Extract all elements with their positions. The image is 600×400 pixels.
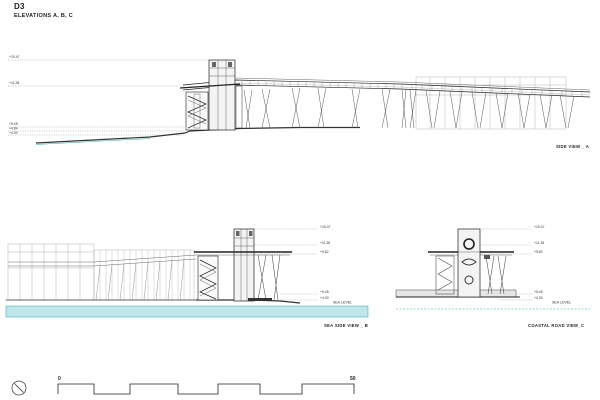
scale-bar (57, 383, 355, 395)
road-strip (395, 289, 517, 298)
level-label: +4.84 (9, 127, 18, 131)
sea-side-view-b: +15.47 +11.35 +9.82 +5.45 +4.30 SEA LEVE… (5, 225, 369, 318)
view-caption-b: SEA SIDE VIEW _ B (324, 323, 369, 328)
scale-end-label: 50 (350, 376, 356, 382)
scale-start-label: 0 (58, 376, 61, 382)
sea-level-label: SEA LEVEL (552, 301, 571, 305)
side-view-a: +15.47 +11.35 +5.48 +4.84 +4.30 (8, 55, 591, 145)
level-label: +5.45 (534, 290, 543, 294)
shoreline (35, 138, 151, 145)
level-label: +5.48 (9, 122, 18, 126)
view-caption-a: SIDE VIEW _ A (556, 144, 590, 149)
level-label: +15.47 (534, 225, 545, 229)
spiral-stair (185, 91, 209, 131)
level-label: +11.35 (320, 241, 330, 245)
level-label: +15.47 (9, 55, 20, 59)
bench (248, 298, 272, 301)
background-building (415, 76, 567, 130)
walkway-ramp (182, 77, 591, 98)
sea-level-label: SEA LEVEL (333, 301, 352, 305)
level-label: +4.30 (9, 131, 18, 135)
level-label: +11.35 (534, 241, 544, 245)
level-label: +15.47 (320, 225, 331, 229)
sheet-id: D3 (14, 2, 25, 11)
observation-tower (208, 59, 236, 131)
level-label: +9.82 (320, 250, 329, 254)
north-arrow-icon (11, 380, 27, 396)
background-building (7, 243, 197, 301)
observation-tower (233, 228, 255, 302)
deck-cap (179, 83, 241, 89)
support-columns (243, 87, 575, 129)
level-label: +4.30 (320, 296, 329, 300)
observation-tower (457, 228, 481, 298)
lamp (484, 255, 490, 259)
support-columns (257, 254, 281, 301)
water-band (5, 305, 369, 318)
level-label: +9.82 (534, 250, 543, 254)
support-columns (435, 255, 507, 295)
level-label: +4.30 (534, 296, 543, 300)
coastal-road-view-c: +15.47 +11.35 +9.82 +5.45 +4.30 SEA LEVE… (395, 225, 590, 310)
sheet-title: ELEVATIONS A, B, C (14, 13, 74, 19)
spiral-stair (197, 255, 219, 301)
level-label: +5.45 (320, 290, 329, 294)
level-label: +11.35 (9, 81, 19, 85)
view-caption-c: COASTAL ROAD VIEW_C (528, 323, 585, 328)
